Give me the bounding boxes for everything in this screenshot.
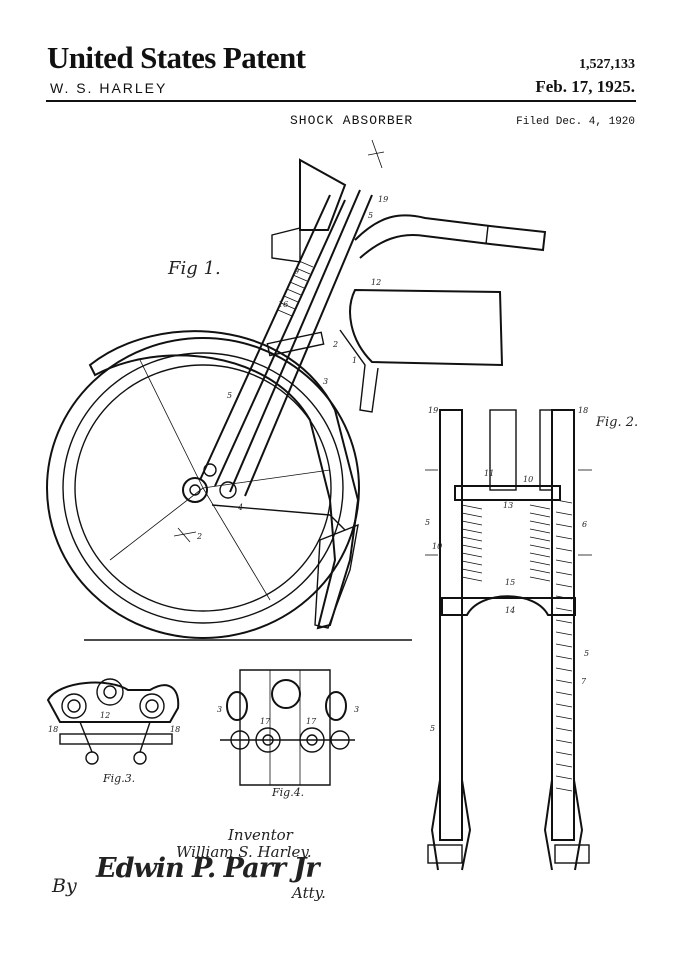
- lamp-bracket: [299, 158, 347, 231]
- patent-title: United States Patent: [47, 40, 306, 75]
- fig2-right-axle-clip: [554, 844, 590, 864]
- svg-text:2: 2: [196, 532, 202, 541]
- fork: [199, 189, 373, 531]
- svg-text:12: 12: [100, 711, 110, 720]
- fig2-spring-left: [461, 504, 483, 582]
- svg-text:17: 17: [306, 717, 317, 726]
- svg-text:12: 12: [371, 278, 381, 287]
- svg-text:18: 18: [578, 406, 588, 415]
- svg-text:16: 16: [278, 300, 288, 309]
- fig4-drawing: [220, 669, 355, 786]
- fig4-frame: [239, 669, 331, 786]
- svg-text:15: 15: [505, 578, 515, 587]
- fig2-left-tube: [439, 409, 463, 841]
- fig1-label: Fig 1.: [168, 258, 221, 279]
- svg-text:18: 18: [48, 725, 58, 734]
- fig2-right-tube: [551, 409, 575, 841]
- svg-text:10: 10: [523, 475, 533, 484]
- fig3-bridge-plate: [46, 681, 180, 723]
- frame-down-tube: [339, 329, 379, 413]
- header-rule: [46, 100, 636, 102]
- svg-text:5: 5: [430, 724, 435, 733]
- attorney-signature: Edwin P. Parr Jr: [96, 853, 320, 884]
- fig2-label: Fig. 2.: [596, 415, 639, 430]
- hub-axle: [189, 484, 201, 496]
- document-title: SHOCK ABSORBER: [290, 113, 414, 128]
- hub: [182, 477, 208, 503]
- handlebar: [354, 214, 547, 259]
- fig3-axle-bar: [59, 733, 173, 745]
- svg-text:4: 4: [237, 503, 243, 512]
- by-label: By: [52, 875, 77, 897]
- svg-text:10: 10: [432, 542, 442, 551]
- svg-text:3: 3: [217, 705, 222, 714]
- inventor-header: W. S. HARLEY: [50, 80, 168, 96]
- svg-text:18: 18: [170, 725, 180, 734]
- fig2-upper-bridge: [454, 485, 561, 501]
- reference-numerals: 19 5 9 12 16 2 1 5 3 4 2 19 18 11 10 13 …: [48, 195, 589, 734]
- fig2-right-leg: [543, 779, 584, 871]
- fig1-drawing: [46, 139, 547, 641]
- svg-text:19: 19: [428, 406, 438, 415]
- mudguard-tail: [314, 523, 359, 629]
- patent-number: 1,527,133: [579, 57, 635, 72]
- fig2-center-tube: [489, 409, 517, 491]
- frame-tank: [349, 288, 504, 367]
- filed-date: Filed Dec. 4, 1920: [516, 116, 635, 128]
- fig3-label: Fig.3.: [103, 772, 136, 785]
- svg-text:17: 17: [260, 717, 271, 726]
- svg-text:19: 19: [378, 195, 388, 204]
- svg-text:7: 7: [581, 677, 587, 686]
- atty-label: Atty.: [292, 884, 326, 902]
- rim: [74, 364, 332, 612]
- svg-text:14: 14: [505, 606, 515, 615]
- svg-text:5: 5: [584, 649, 589, 658]
- fig2-drawing: [425, 409, 592, 871]
- patent-date: Feb. 17, 1925.: [535, 77, 635, 96]
- inventor-name: William S. Harley.: [176, 843, 312, 861]
- svg-text:6: 6: [582, 520, 587, 529]
- fig2-left-axle-clip: [427, 844, 463, 864]
- svg-text:5: 5: [227, 391, 232, 400]
- fig2-left-leg: [430, 779, 472, 871]
- fig2-spring-right: [529, 504, 551, 582]
- svg-text:5: 5: [425, 518, 430, 527]
- horn: [271, 227, 301, 263]
- svg-text:11: 11: [484, 469, 494, 478]
- fig4-label: Fig.4.: [272, 786, 305, 799]
- inventor-label: Inventor: [228, 826, 293, 844]
- svg-text:1: 1: [352, 356, 357, 365]
- tire-inner: [62, 352, 344, 624]
- svg-text:5: 5: [368, 211, 373, 220]
- svg-text:9: 9: [294, 267, 299, 276]
- fig2-lower-bridge: [441, 595, 576, 616]
- spokes: [109, 359, 331, 601]
- svg-text:3: 3: [323, 377, 328, 386]
- tire-outer: [46, 337, 360, 639]
- svg-text:2: 2: [332, 340, 338, 349]
- fig2-long-spring: [555, 499, 573, 792]
- fig3-drawing: [46, 678, 180, 765]
- svg-text:3: 3: [354, 705, 359, 714]
- svg-text:13: 13: [503, 501, 513, 510]
